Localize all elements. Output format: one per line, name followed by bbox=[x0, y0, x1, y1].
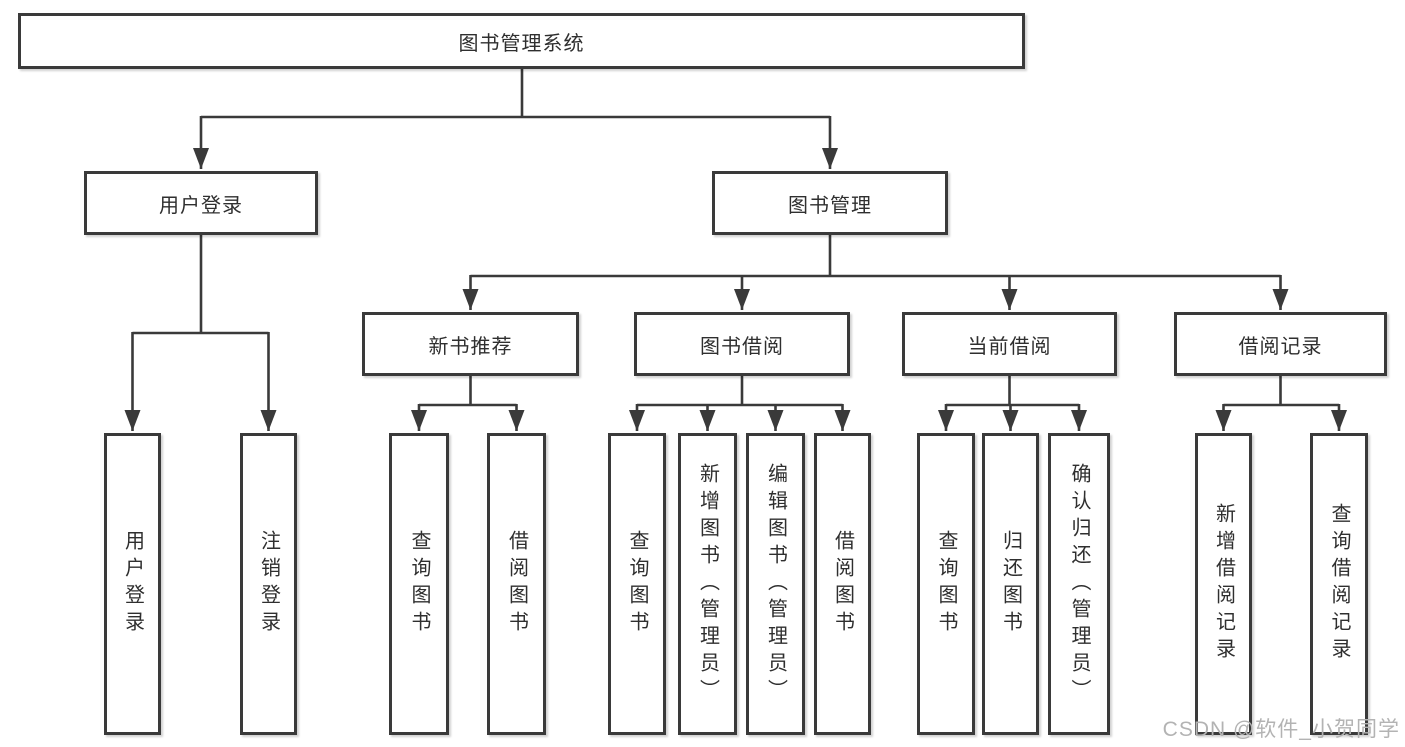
edges-book-management-to-level3 bbox=[462, 235, 1289, 310]
edges-book-borrowing-to-leaves bbox=[629, 376, 851, 431]
edges-new-book-recommendation-to-leaves bbox=[411, 376, 525, 431]
edges-borrowing-records-to-leaves bbox=[1215, 376, 1347, 431]
edges-root-to-level2 bbox=[193, 69, 838, 169]
leaf-query-books-current-label: 查询图书 bbox=[935, 530, 957, 638]
leaf-borrow-books-borrowing: 借阅图书 bbox=[814, 433, 871, 735]
leaf-borrow-books-recommend: 借阅图书 bbox=[487, 433, 546, 735]
leaf-edit-books-admin: 编辑图书（管理员） bbox=[746, 433, 805, 735]
leaf-user-login: 用户登录 bbox=[104, 433, 161, 735]
node-book-borrowing: 图书借阅 bbox=[634, 312, 850, 376]
node-borrowing-records: 借阅记录 bbox=[1174, 312, 1387, 376]
node-new-book-recommendation: 新书推荐 bbox=[362, 312, 579, 376]
leaf-query-books-recommend-label: 查询图书 bbox=[408, 530, 430, 638]
leaf-query-borrow-record: 查询借阅记录 bbox=[1310, 433, 1368, 735]
leaf-query-books-borrowing: 查询图书 bbox=[608, 433, 666, 735]
edges-user-login-to-leaves bbox=[124, 235, 277, 431]
leaf-query-books-current: 查询图书 bbox=[917, 433, 975, 735]
leaf-add-borrow-record-label: 新增借阅记录 bbox=[1212, 503, 1235, 665]
leaf-user-login-label: 用户登录 bbox=[121, 530, 144, 638]
node-root-system: 图书管理系统 bbox=[18, 13, 1025, 69]
leaf-confirm-return-admin: 确认归还（管理员） bbox=[1048, 433, 1110, 735]
leaf-edit-books-admin-label: 编辑图书（管理员） bbox=[764, 462, 787, 706]
leaf-add-borrow-record: 新增借阅记录 bbox=[1195, 433, 1252, 735]
leaf-return-books-label: 归还图书 bbox=[999, 530, 1022, 638]
node-book-management: 图书管理 bbox=[712, 171, 948, 235]
leaf-query-books-borrowing-label: 查询图书 bbox=[626, 530, 648, 638]
leaf-borrow-books-borrowing-label: 借阅图书 bbox=[831, 530, 854, 638]
leaf-add-books-admin-label: 新增图书（管理员） bbox=[696, 462, 719, 706]
leaf-add-books-admin: 新增图书（管理员） bbox=[678, 433, 737, 735]
leaf-logout-label: 注销登录 bbox=[257, 530, 280, 638]
watermark: CSDN @软件_小贺同学 bbox=[1162, 718, 1400, 741]
leaf-return-books: 归还图书 bbox=[982, 433, 1039, 735]
node-current-borrowing: 当前借阅 bbox=[902, 312, 1117, 376]
leaf-borrow-books-recommend-label: 借阅图书 bbox=[505, 530, 528, 638]
leaf-query-borrow-record-label: 查询借阅记录 bbox=[1328, 503, 1350, 665]
node-user-login: 用户登录 bbox=[84, 171, 318, 235]
edges-current-borrowing-to-leaves bbox=[938, 376, 1087, 431]
leaf-confirm-return-admin-label: 确认归还（管理员） bbox=[1068, 462, 1090, 706]
leaf-query-books-recommend: 查询图书 bbox=[389, 433, 449, 735]
leaf-logout: 注销登录 bbox=[240, 433, 297, 735]
